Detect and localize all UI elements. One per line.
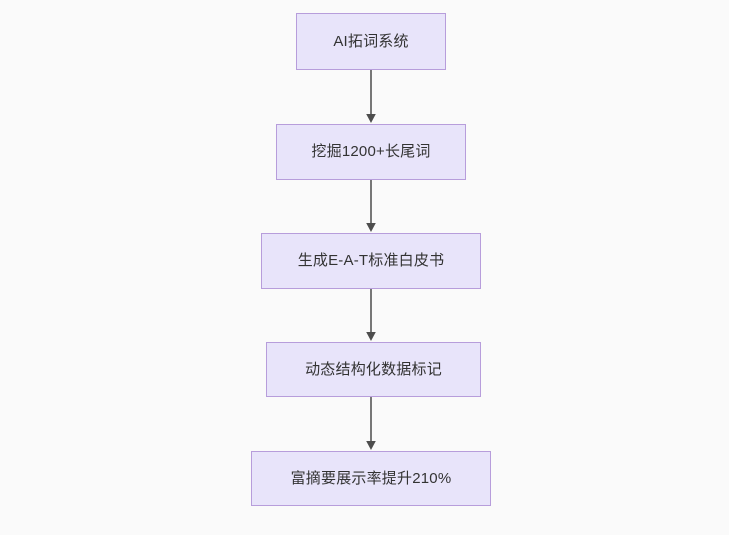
flow-node-label: 挖掘1200+长尾词 xyxy=(311,143,431,160)
arrowhead-icon xyxy=(366,332,376,341)
flow-node-ai-keyword-system[interactable]: AI拓词系统 xyxy=(296,13,446,70)
arrowhead-icon xyxy=(366,223,376,232)
edge-n3-n4 xyxy=(366,289,376,341)
arrowhead-icon xyxy=(366,441,376,450)
flow-node-label: 富摘要展示率提升210% xyxy=(290,469,452,487)
flow-node-label: AI拓词系统 xyxy=(333,32,409,50)
edge-n1-n2 xyxy=(366,70,376,123)
edge-n4-n5 xyxy=(366,397,376,450)
flow-node-rich-snippet-uplift[interactable]: 富摘要展示率提升210% xyxy=(251,451,491,506)
flow-node-label: 生成E-A-T标准白皮书 xyxy=(297,252,445,269)
flow-node-longtail-keywords[interactable]: 挖掘1200+长尾词 xyxy=(276,124,466,180)
flow-node-eat-whitepaper[interactable]: 生成E-A-T标准白皮书 xyxy=(261,233,481,289)
flow-node-structured-data-markup[interactable]: 动态结构化数据标记 xyxy=(266,342,481,397)
arrowhead-icon xyxy=(366,114,376,123)
flow-node-label: 动态结构化数据标记 xyxy=(305,360,442,378)
edge-n2-n3 xyxy=(366,180,376,232)
